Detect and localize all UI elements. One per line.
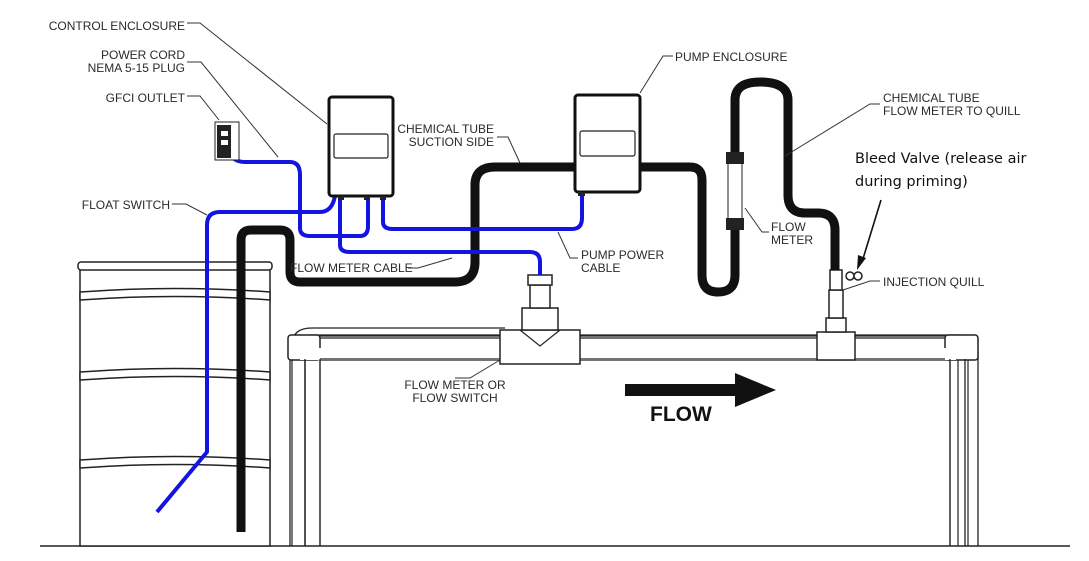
- label-flow-meter-or: FLOW METER OR: [404, 378, 506, 392]
- label-flow-meter: FLOW: [771, 220, 806, 234]
- leader-lines: [172, 22, 880, 379]
- label-flow-switch: FLOW SWITCH: [412, 391, 497, 405]
- label-power-cord-plug: NEMA 5-15 PLUG: [88, 61, 185, 75]
- label-suction-side: SUCTION SIDE: [409, 135, 494, 149]
- flow-meter-cable: [338, 196, 542, 275]
- label-control-enclosure: CONTROL ENCLOSURE: [49, 19, 185, 33]
- label-gfci-outlet: GFCI OUTLET: [106, 91, 186, 105]
- bleed-valve-arrow: [861, 199, 882, 263]
- flow-meter-tee: [499, 274, 581, 365]
- label-flow-meter-cable: FLOW METER CABLE: [290, 261, 413, 275]
- label-pump-enclosure: PUMP ENCLOSURE: [675, 50, 787, 64]
- gfci-outlet: [214, 121, 240, 161]
- electrical-cables: [155, 149, 584, 514]
- label-power-cord: POWER CORD: [101, 48, 185, 62]
- label-chemical-tube-quill: CHEMICAL TUBE: [883, 91, 980, 105]
- label-flow-meter-2: METER: [771, 233, 813, 247]
- control-enclosure: [327, 95, 395, 200]
- bleed-valve-note: Bleed Valve (release air: [855, 151, 1027, 167]
- pump-enclosure: [573, 93, 642, 196]
- label-float-switch: FLOAT SWITCH: [82, 198, 170, 212]
- injection-quill-tee: [816, 269, 863, 361]
- chemical-suction-tube: [236, 162, 575, 532]
- label-pump-power: PUMP POWER: [581, 248, 664, 262]
- flow-direction-label: FLOW: [650, 403, 712, 426]
- water-pipe: [287, 327, 979, 546]
- inline-flow-meter: [726, 152, 744, 230]
- bleed-valve-note-2: during priming): [855, 174, 968, 190]
- power-cord: [226, 149, 370, 238]
- bleed-valve-icon: [845, 271, 855, 281]
- arrowhead-icon: [857, 255, 866, 270]
- label-pump-power-cable: CABLE: [581, 261, 620, 275]
- flow-arrow-icon: [625, 373, 776, 407]
- chemical-tube-to-quill: [640, 77, 840, 297]
- label-injection-quill: INJECTION QUILL: [883, 275, 985, 289]
- pump-power-cable: [381, 192, 584, 231]
- label-flow-meter-to-quill: FLOW METER TO QUILL: [883, 104, 1021, 118]
- label-chemical-tube-suction: CHEMICAL TUBE: [397, 122, 494, 136]
- float-switch-cable: [155, 195, 337, 514]
